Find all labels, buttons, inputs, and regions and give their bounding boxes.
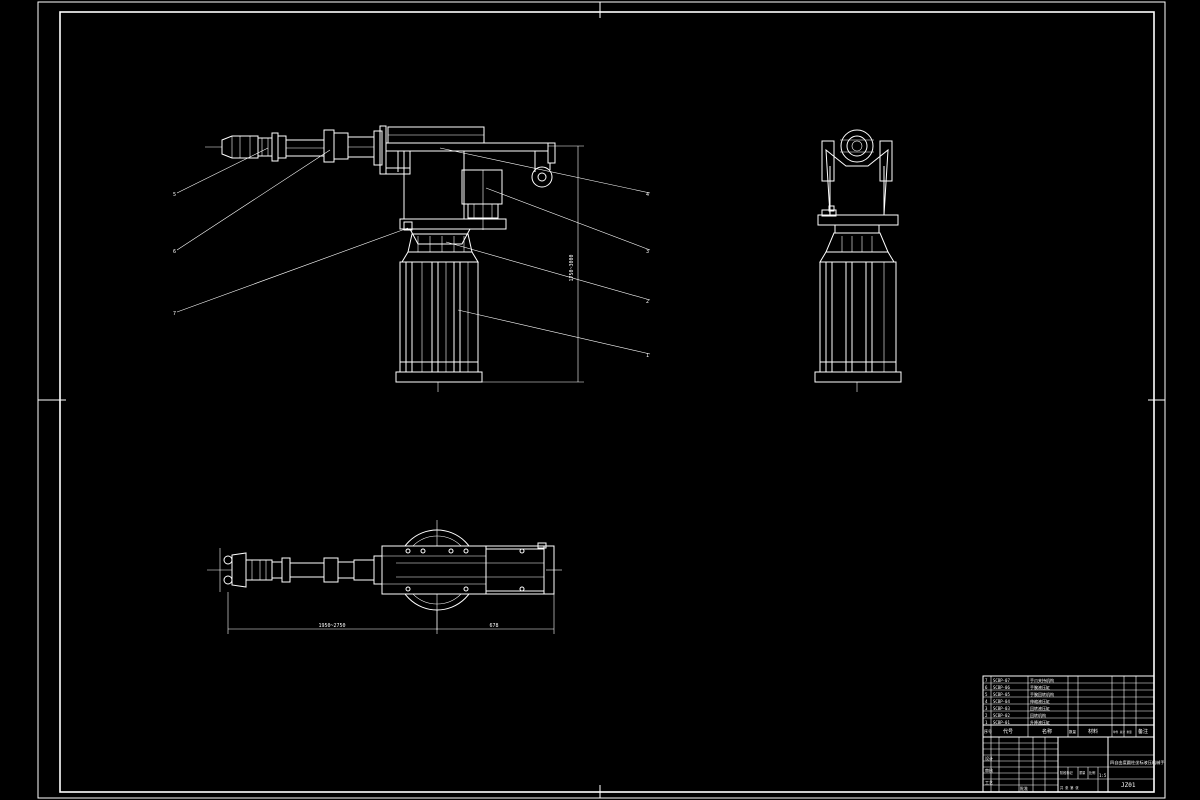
header-qty: 数量 [1069,729,1077,734]
drawing-frame [37,1,1166,799]
part-code: SCBP-07 [993,678,1010,683]
dimension-text: 1750~3000 [569,254,575,281]
header-weight: 单件 总计 重量 [1113,730,1132,734]
part-number: 6 [985,685,988,690]
front-view: 5 6 7 4 3 2 1 1750~3000 [173,125,651,392]
label-weight: 重量 [1079,770,1086,775]
part-code: SCBP-03 [993,706,1010,711]
part-code: SCBP-05 [993,692,1010,697]
part-name: 升降液压缸 [1030,719,1050,725]
label-approve: 批准 [1020,785,1028,791]
callout-numbers: 5 6 7 4 3 2 1 [173,192,649,359]
drawing-number: JZ01 [1121,782,1136,789]
part-number: 3 [985,706,988,711]
part-code: SCBP-06 [993,685,1010,690]
callout-number: 6 [173,249,176,255]
header-code: 代号 [1003,728,1013,735]
title-block: 7 SCBP-07 手爪夹持机构 6 SCBP-06 手腕液压缸 5 SCBP-… [982,675,1164,793]
side-view [814,129,902,392]
header-remark: 备注 [1138,728,1148,735]
part-number: 5 [985,692,988,697]
label-scale: 比例 [1089,770,1095,775]
callout-number: 3 [646,249,649,255]
part-code: SCBP-01 [993,720,1010,725]
parts-list [983,676,1154,738]
part-name: 伸缩液压缸 [1030,698,1050,704]
callout-leaders [176,147,651,355]
part-name: 手腕回转机构 [1030,691,1054,697]
part-number: 2 [985,713,988,718]
lift-housing [395,251,483,392]
parts-list-rows: 7 SCBP-07 手爪夹持机构 6 SCBP-06 手腕液压缸 5 SCBP-… [985,677,1054,725]
part-name: 回转液压缸 [1030,705,1050,711]
slewing-plate [399,218,507,253]
header-no: 序号 [984,728,992,734]
parts-list-header: 序号 代号 名称 数量 材料 单件 总计 重量 备注 [984,728,1148,735]
carriage [385,126,556,188]
reach-dimensions: 1950~2750 678 [227,592,555,634]
label-sheet: 共 张 第 张 [1060,785,1079,790]
height-dimension: 1750~3000 [482,145,584,383]
scale-value: 1:5 [1099,773,1107,778]
callout-number: 1 [646,353,649,359]
label-stage: 阶段标记 [1060,770,1074,775]
part-name: 回转机构 [1030,712,1046,718]
header-material: 材料 [1088,728,1098,735]
column-body [403,150,503,230]
callout-number: 4 [646,192,649,198]
dimension-text: 1950~2750 [318,623,345,629]
drawing-title: 四自由度圆柱坐标液压机械手 [1110,759,1164,766]
callout-number: 2 [646,299,649,305]
part-name: 手腕液压缸 [1030,684,1050,690]
part-number: 4 [985,699,988,704]
title-grid [983,737,1154,792]
top-view: 1950~2750 678 [207,520,562,634]
part-number: 7 [985,678,988,683]
part-number: 1 [985,720,988,725]
part-code: SCBP-02 [993,713,1010,718]
part-name: 手爪夹持机构 [1030,677,1054,683]
part-code: SCBP-04 [993,699,1010,704]
callout-number: 5 [173,192,176,198]
arm-assembly [205,125,387,175]
header-name: 名称 [1042,728,1052,735]
label-check: 审核 [985,767,993,773]
callout-number: 7 [173,311,176,317]
label-design: 设计 [985,755,993,761]
label-process: 工艺 [985,780,993,785]
dimension-text: 678 [489,623,498,629]
